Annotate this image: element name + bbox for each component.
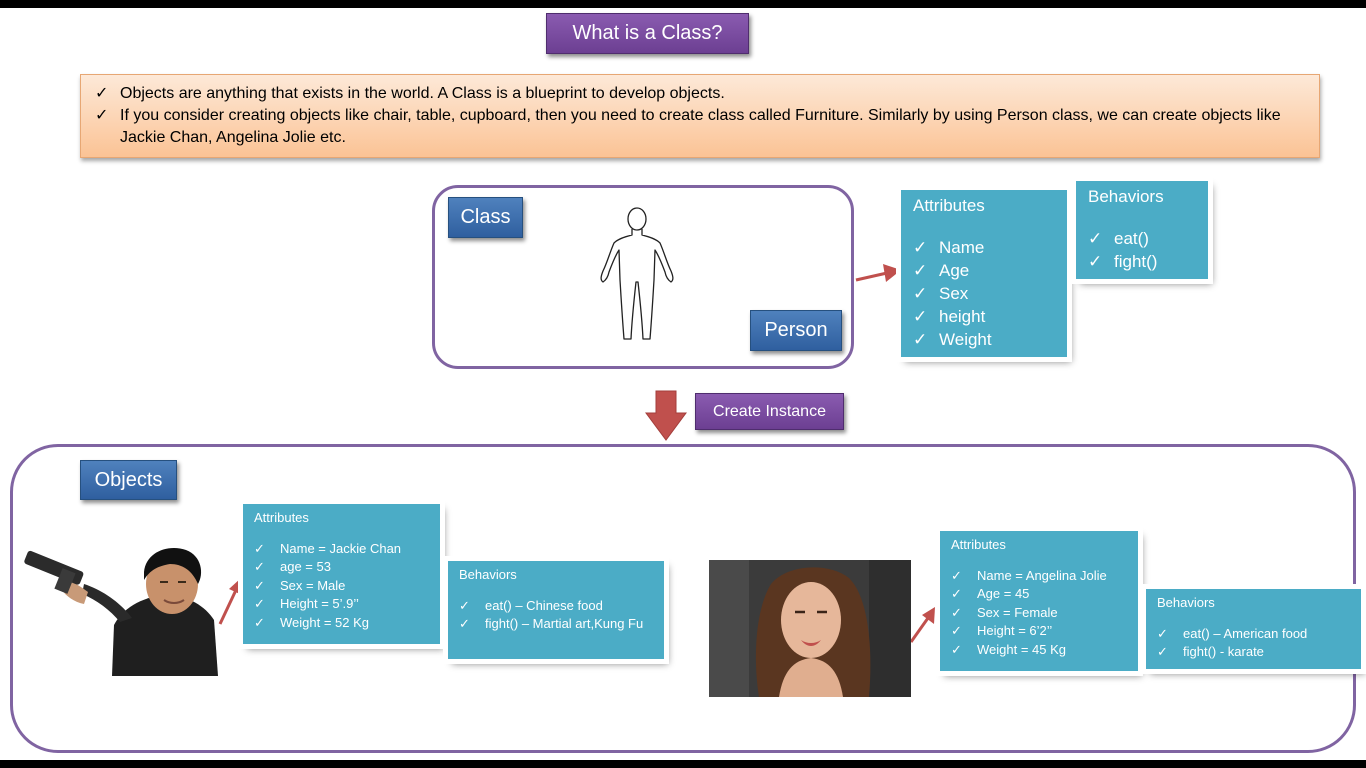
behaviors-heading: Behaviors bbox=[459, 567, 517, 582]
attribute-item: ✓Weight = 45 Kg bbox=[951, 641, 1138, 659]
page-title: What is a Class? bbox=[546, 13, 749, 54]
check-icon: ✓ bbox=[951, 586, 962, 602]
angelina-attributes-box: Attributes ✓Name = Angelina Jolie ✓Age =… bbox=[935, 526, 1143, 676]
check-icon: ✓ bbox=[254, 596, 265, 612]
attribute-item: ✓Weight = 52 Kg bbox=[254, 614, 440, 632]
jackie-to-attributes-arrow bbox=[218, 578, 242, 625]
attribute-item: ✓Name = Angelina Jolie bbox=[951, 567, 1138, 585]
attribute-item: ✓Sex = Male bbox=[254, 577, 440, 595]
attribute-item: ✓Age = 45 bbox=[951, 585, 1138, 603]
check-icon: ✓ bbox=[951, 623, 962, 639]
check-icon: ✓ bbox=[254, 577, 265, 593]
behavior-item: ✓eat() – American food bbox=[1157, 625, 1361, 643]
attribute-item: ✓height bbox=[913, 307, 986, 326]
attributes-heading: Attributes bbox=[913, 196, 985, 215]
intro-bullet: ✓Objects are anything that exists in the… bbox=[95, 83, 1299, 105]
check-icon: ✓ bbox=[951, 568, 962, 583]
top-border bbox=[0, 0, 1366, 8]
angelina-jolie-photo bbox=[709, 560, 911, 697]
check-icon: ✓ bbox=[254, 559, 265, 575]
check-icon: ✓ bbox=[913, 261, 928, 280]
jackie-attributes-box: Attributes ✓Name = Jackie Chan ✓age = 53… bbox=[238, 499, 445, 649]
angelina-to-attributes-arrow bbox=[909, 607, 935, 643]
create-instance-arrow bbox=[645, 390, 687, 441]
check-icon: ✓ bbox=[254, 541, 265, 556]
check-icon: ✓ bbox=[913, 307, 928, 326]
intro-panel: ✓Objects are anything that exists in the… bbox=[80, 74, 1320, 158]
check-icon: ✓ bbox=[951, 641, 962, 657]
behavior-item: ✓eat() – Chinese food bbox=[459, 597, 654, 615]
behaviors-heading: Behaviors bbox=[1157, 595, 1215, 610]
check-icon: ✓ bbox=[913, 330, 928, 349]
attribute-item: ✓age = 53 bbox=[254, 558, 440, 576]
class-attributes-box: Attributes ✓Name ✓Age ✓Sex ✓height ✓Weig… bbox=[896, 185, 1072, 362]
class-frame bbox=[432, 185, 854, 369]
jackie-behaviors-box: Behaviors ✓eat() – Chinese food ✓fight()… bbox=[443, 556, 669, 664]
check-icon: ✓ bbox=[95, 107, 109, 124]
behaviors-heading: Behaviors bbox=[1088, 187, 1164, 206]
attribute-item: ✓Sex = Female bbox=[951, 604, 1138, 622]
check-icon: ✓ bbox=[913, 238, 928, 257]
behavior-item: ✓eat() bbox=[1088, 229, 1149, 248]
jackie-chan-photo bbox=[22, 530, 218, 676]
class-to-attributes-arrow bbox=[855, 264, 901, 282]
check-icon: ✓ bbox=[1088, 229, 1103, 248]
behavior-item: ✓fight() bbox=[1088, 252, 1158, 271]
attribute-item: ✓Name bbox=[913, 238, 985, 257]
check-icon: ✓ bbox=[254, 614, 265, 630]
class-behaviors-box: Behaviors ✓eat() ✓fight() bbox=[1071, 176, 1213, 284]
bottom-border bbox=[0, 760, 1366, 768]
angelina-behaviors-box: Behaviors ✓eat() – American food ✓fight(… bbox=[1141, 584, 1366, 674]
check-icon: ✓ bbox=[913, 284, 928, 303]
attribute-item: ✓Age bbox=[913, 261, 970, 280]
attributes-heading: Attributes bbox=[254, 510, 309, 525]
person-outline-icon bbox=[600, 207, 674, 340]
attributes-heading: Attributes bbox=[951, 537, 1006, 552]
check-icon: ✓ bbox=[459, 616, 470, 632]
class-label: Class bbox=[448, 197, 523, 238]
attribute-item: ✓Weight bbox=[913, 330, 992, 349]
objects-label: Objects bbox=[80, 460, 177, 500]
check-icon: ✓ bbox=[95, 85, 109, 102]
create-instance-label: Create Instance bbox=[695, 393, 844, 430]
intro-bullet: ✓If you consider creating objects like c… bbox=[95, 105, 1299, 149]
behavior-item: ✓fight() - karate bbox=[1157, 643, 1361, 661]
check-icon: ✓ bbox=[459, 598, 470, 613]
behavior-item: ✓fight() – Martial art,Kung Fu bbox=[459, 615, 654, 633]
person-label: Person bbox=[750, 310, 842, 351]
attribute-item: ✓Name = Jackie Chan bbox=[254, 540, 440, 558]
attribute-item: ✓Height = 5’.9’’ bbox=[254, 595, 440, 613]
check-icon: ✓ bbox=[1088, 252, 1103, 271]
check-icon: ✓ bbox=[951, 604, 962, 620]
attribute-item: ✓Height = 6’2’’ bbox=[951, 622, 1138, 640]
attribute-item: ✓Sex bbox=[913, 284, 969, 303]
check-icon: ✓ bbox=[1157, 626, 1168, 641]
check-icon: ✓ bbox=[1157, 644, 1168, 660]
